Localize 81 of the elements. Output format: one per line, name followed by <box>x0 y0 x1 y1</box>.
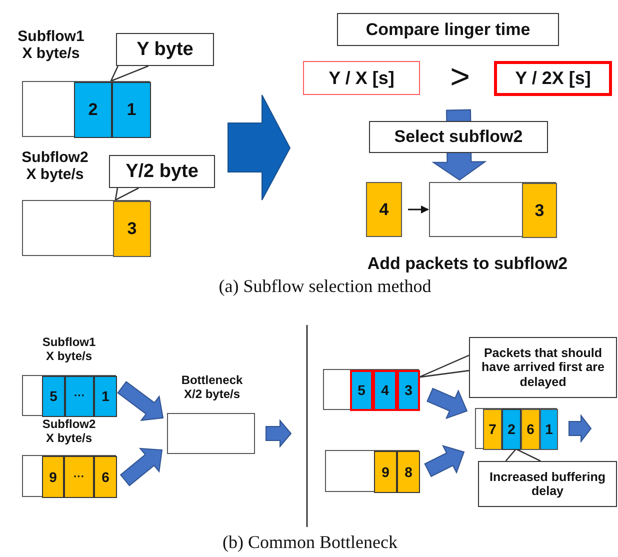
queue-box <box>22 375 116 416</box>
queue-box <box>22 455 116 497</box>
packet <box>42 376 65 417</box>
packet <box>350 370 373 411</box>
packet <box>521 409 540 450</box>
block-arrow <box>426 388 468 420</box>
block-arrow <box>432 109 487 181</box>
flow-label: Subflow2 X byte/s <box>41 418 97 446</box>
packet-number: 2 <box>508 421 516 438</box>
packet <box>502 409 521 450</box>
callout-pointer <box>418 354 470 378</box>
callout-text: Y/2 byte <box>126 160 198 182</box>
queue-box <box>323 369 419 410</box>
text-box <box>303 61 420 95</box>
packet-number: 9 <box>49 468 57 486</box>
flow-label: Subflow1 X byte/s <box>16 28 86 62</box>
packet <box>94 376 117 417</box>
callout-pointer <box>114 187 140 202</box>
packet <box>397 451 420 493</box>
packet-number: 8 <box>404 464 412 480</box>
callout-text: Y byte <box>136 38 194 60</box>
packet-number: 1 <box>545 421 553 438</box>
block-arrow <box>424 445 465 478</box>
packet <box>74 82 112 138</box>
block-arrow <box>120 448 163 486</box>
packet <box>540 409 558 450</box>
bottleneck-label: Bottleneck X/2 byte/s <box>180 374 244 402</box>
packet <box>483 409 502 450</box>
caption: (b) Common Bottleneck <box>222 532 398 553</box>
block-arrow <box>568 414 592 443</box>
packet-number: 1 <box>102 388 110 405</box>
packet <box>42 456 64 498</box>
step-label: Add packets to subflow2 <box>366 254 569 274</box>
queue-box <box>22 200 150 256</box>
queue-box <box>429 182 556 237</box>
packet <box>64 456 94 498</box>
packet-number: 7 <box>488 421 496 438</box>
box-text: Compare linger time <box>366 20 530 40</box>
packet <box>94 456 117 498</box>
packet-number: 9 <box>382 464 390 480</box>
packet-number: 3 <box>404 382 412 399</box>
packet <box>397 370 420 411</box>
box-text: Y / 2X [s] <box>515 68 591 89</box>
packet-number: 5 <box>358 382 366 399</box>
callout-pointer <box>110 65 149 82</box>
callout-pointer <box>505 448 542 462</box>
callout-text: Packets that should have arrived first are delayed <box>480 346 606 390</box>
packet <box>113 201 151 257</box>
packet-number: 4 <box>379 200 389 220</box>
box-text: Select subflow2 <box>394 127 523 147</box>
packet-number: 5 <box>50 388 58 405</box>
queue-box <box>167 413 255 454</box>
queue-box <box>325 450 419 492</box>
flow-label: Subflow1 X byte/s <box>41 336 97 364</box>
packet-number: 2 <box>88 100 98 120</box>
packet-number: 3 <box>127 219 137 239</box>
arrow <box>408 206 429 214</box>
text-box <box>369 121 548 153</box>
block-arrow <box>117 381 164 422</box>
packet <box>366 182 402 237</box>
packet <box>112 82 151 138</box>
packet-number: 3 <box>534 200 544 220</box>
packet-number: 1 <box>126 100 136 120</box>
packet-number: ··· <box>74 470 84 484</box>
packet-number: 6 <box>526 421 534 438</box>
callout-box <box>469 337 617 398</box>
flow-label: Subflow2 X byte/s <box>20 149 90 184</box>
packet <box>65 376 94 417</box>
packet-number: 6 <box>102 468 110 486</box>
packet <box>522 183 557 238</box>
box-text: Y / X [s] <box>328 68 394 88</box>
text-box <box>494 61 612 96</box>
block-arrow <box>266 419 292 448</box>
packet-number: ··· <box>74 390 85 403</box>
callout-text: Increased buffering delay <box>488 470 606 498</box>
caption: (a) Subflow selection method <box>218 276 432 297</box>
comparison-sign: > <box>449 58 471 98</box>
packet <box>373 370 397 411</box>
text-box <box>337 13 559 46</box>
packet <box>374 451 397 493</box>
packet-number: 4 <box>381 382 389 399</box>
